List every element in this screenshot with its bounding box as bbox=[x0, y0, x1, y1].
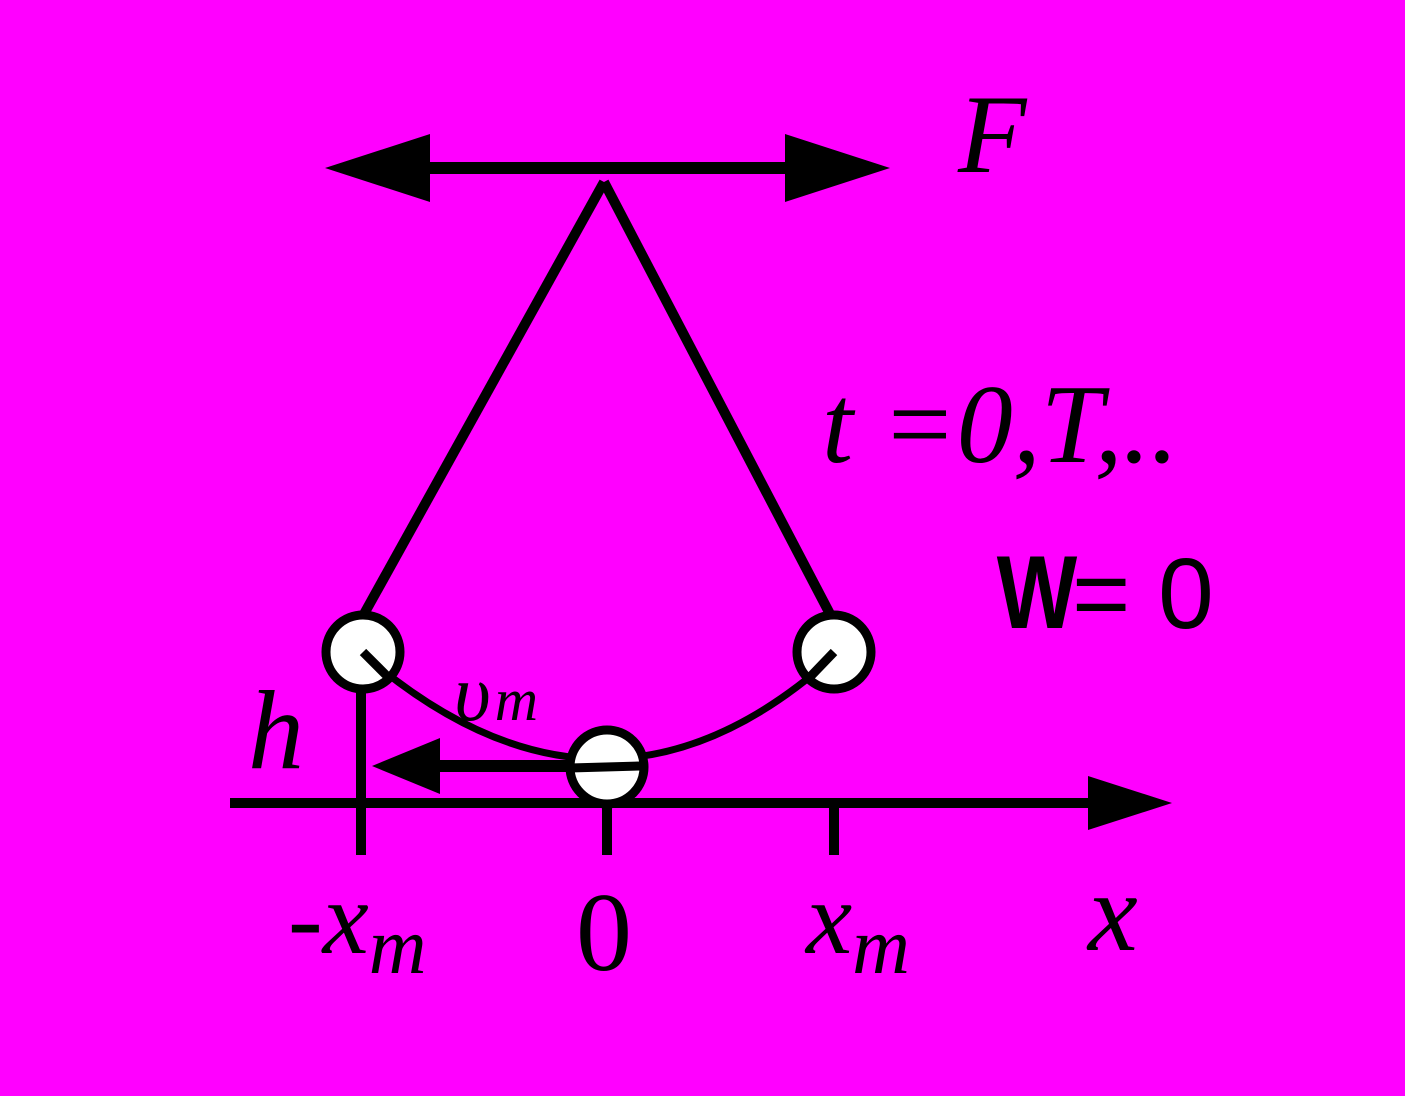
force-label: F bbox=[957, 73, 1028, 197]
height-label: h bbox=[248, 669, 304, 793]
tick-label-neg-xm: -xm bbox=[288, 861, 427, 991]
bob-center bbox=[565, 725, 649, 809]
velocity-label: υm bbox=[454, 650, 538, 738]
energy-equals-zero: = 0 bbox=[1072, 538, 1214, 650]
axis-label-x: x bbox=[1086, 851, 1138, 975]
tick-label-zero: 0 bbox=[576, 871, 632, 995]
energy-symbol: W bbox=[997, 535, 1078, 651]
x-axis bbox=[230, 776, 1172, 830]
tick-label-pos-xm: xm bbox=[804, 861, 910, 991]
string-right bbox=[599, 179, 835, 617]
bob-left bbox=[321, 610, 405, 694]
time-condition-label: t =0,T,.. bbox=[822, 363, 1179, 487]
bob-right bbox=[792, 610, 876, 694]
string-left bbox=[359, 179, 609, 617]
force-arrow bbox=[325, 134, 890, 202]
energy-condition: W = 0 bbox=[997, 535, 1214, 651]
